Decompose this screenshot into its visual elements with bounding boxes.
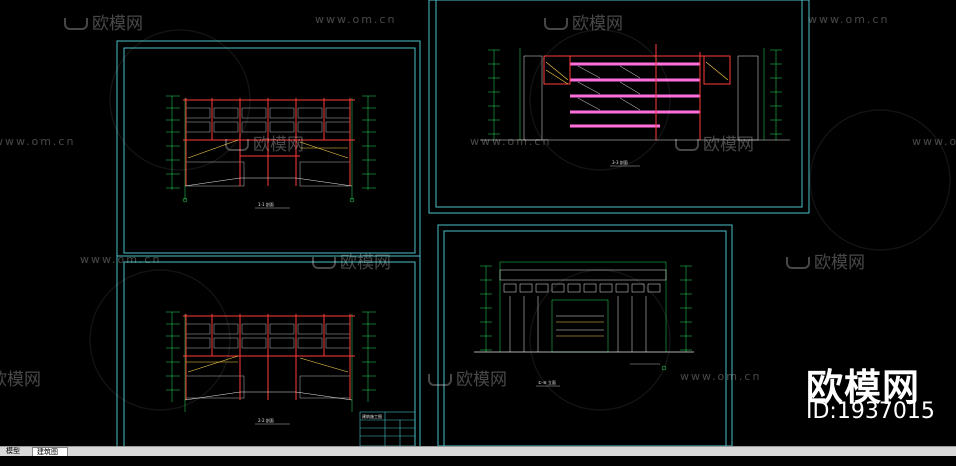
watermark-url-4: www.om.cn: [470, 135, 552, 148]
tab-model[interactable]: 模型: [2, 447, 32, 456]
section-drawing-3: [480, 44, 790, 167]
watermark-logo-8: 欧模网: [428, 365, 507, 390]
cad-drawing-canvas[interactable]: 建筑施工图: [0, 0, 956, 446]
brand-watermark-id: ID:1937015: [806, 399, 935, 424]
watermark-logo-4: 欧模网: [675, 130, 754, 155]
watermark-logo-2: 欧模网: [544, 9, 623, 34]
watermark-url-5: www.om.cn: [912, 135, 956, 148]
title-block: [359, 411, 416, 446]
section-drawing-2: [166, 311, 376, 425]
watermark-logo-1: 欧模网: [64, 9, 143, 34]
tab-layout-drawings[interactable]: 建筑图纸: [32, 447, 68, 465]
section-title-1: 1-1 剖面: [258, 201, 274, 207]
watermark-url-1: www.om.cn: [315, 13, 397, 26]
brand-watermark-large: 欧模网: [806, 366, 920, 409]
layout-tab-bar: 模型 建筑图纸: [0, 446, 956, 465]
watermark-url-2: www.om.cn: [808, 13, 890, 26]
watermark-logo-3: 欧模网: [225, 130, 304, 155]
elevation-title: ①-⑩ 立面: [538, 379, 556, 385]
watermark-logo-6: 欧模网: [786, 248, 865, 273]
sofa-icon: [225, 139, 249, 151]
section-title-3: 3-3 剖面: [612, 159, 628, 165]
watermark-url-3: www.om.cn: [0, 135, 76, 148]
title-block-name: 建筑施工图: [362, 413, 382, 419]
elevation-drawing: [474, 261, 694, 387]
watermark-arcs: [89, 29, 951, 411]
watermark-url-7: www.om.cn: [680, 370, 762, 383]
watermark-url-6: www.om.cn: [80, 253, 162, 266]
sofa-icon: [675, 139, 699, 151]
sofa-icon: [312, 257, 336, 269]
sofa-icon: [544, 18, 568, 30]
sofa-icon: [428, 374, 452, 386]
sheet-frames: [116, 0, 810, 446]
watermark-logo-7: 欧模网: [0, 370, 41, 390]
sofa-icon: [786, 257, 810, 269]
section-title-2: 2-2 剖面: [258, 417, 274, 423]
watermark-logo-5: 欧模网: [312, 248, 391, 273]
sofa-icon: [64, 18, 88, 30]
section-drawing-1: [166, 95, 376, 209]
